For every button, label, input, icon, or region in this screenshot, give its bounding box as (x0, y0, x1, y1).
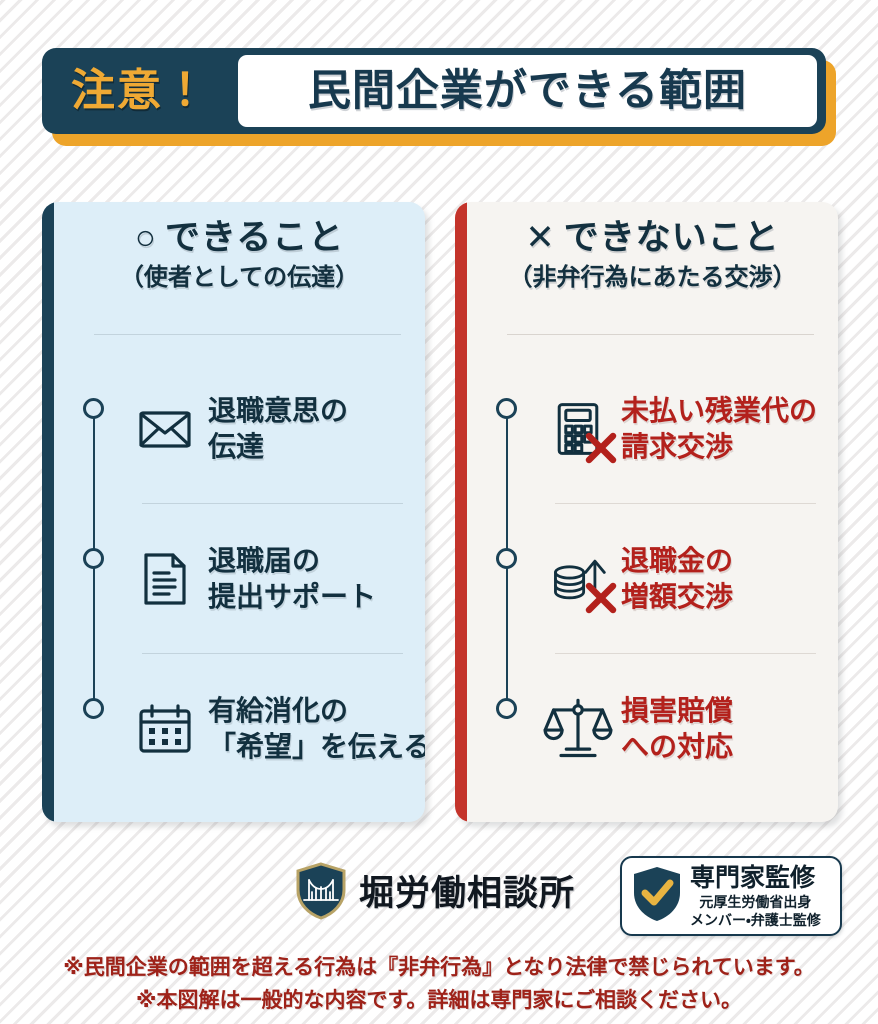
list-item: 未払い残業代の 請求交渉 (541, 354, 824, 504)
list-item-label: 未払い残業代の 請求交渉 (621, 393, 817, 465)
card-cannot-do: ✕できないこと （非弁行為にあたる交渉） (455, 202, 838, 822)
coins-up-arrow-icon (541, 542, 617, 616)
card-item-list: 退職意思の 伝達 (128, 354, 425, 804)
timeline-dot (496, 398, 517, 419)
card-header: ○できること （使者としての伝達） (54, 218, 425, 292)
card-title: ✕できないこと (467, 218, 838, 258)
list-item-line2: 伝達 (208, 431, 265, 462)
timeline-dot (83, 548, 104, 569)
item-divider (555, 503, 816, 504)
banner-alert-label: 注意！ (71, 66, 209, 115)
list-item-line1: 未払い残業代の (621, 395, 818, 427)
card-title: ○できること (54, 218, 425, 258)
list-item-line2: 請求交渉 (621, 431, 734, 462)
list-item: 損害賠償 への対応 (541, 654, 824, 804)
timeline-dot (496, 698, 517, 719)
shield-check-icon (630, 864, 684, 929)
card-title-text: できること (164, 218, 345, 257)
blocked-cross-icon (585, 432, 617, 464)
timeline-left (83, 398, 105, 720)
card-accent-bar (42, 202, 54, 822)
list-item-line2: 「希望」を伝える (208, 731, 425, 762)
page-title: 民間企業ができる範囲 (307, 66, 748, 115)
calendar-icon (128, 692, 202, 766)
list-item-label: 退職意思の 伝達 (208, 393, 348, 465)
card-subtitle: （非弁行為にあたる交渉） (508, 264, 797, 292)
card-header: ✕できないこと （非弁行為にあたる交渉） (467, 218, 838, 292)
footer: 堀労働相談所 専門家監修 元厚生労働省出身 メンバー・弁護士監修 ※民間企業の範… (0, 848, 878, 1024)
list-item-line1: 損害賠償 (621, 695, 734, 727)
list-item: 退職届の 提出サポート (128, 504, 411, 654)
disclaimer-line-1: ※民間企業の範囲を超える行為は『非弁行為』となり法律で禁じられています。 (63, 956, 815, 979)
list-item-line1: 有給消化の (208, 695, 349, 727)
list-item-line2: 増額交渉 (621, 581, 734, 612)
supervision-badge: 専門家監修 元厚生労働省出身 メンバー・弁護士監修 (620, 856, 842, 936)
list-item: 退職意思の 伝達 (128, 354, 411, 504)
timeline-dot (83, 398, 104, 419)
list-item-line2: 提出サポート (208, 581, 377, 612)
scales-of-justice-icon (541, 692, 615, 766)
calculator-icon (541, 392, 617, 466)
card-item-list: 未払い残業代の 請求交渉 (541, 354, 824, 804)
comparison-cards: ○できること （使者としての伝達） (42, 202, 838, 828)
banner-body: 注意！ 民間企業ができる範囲 (42, 48, 826, 134)
timeline-dot (83, 698, 104, 719)
list-item-label: 有給消化の 「希望」を伝える (208, 693, 425, 765)
timeline-dot (496, 548, 517, 569)
banner-title-box: 民間企業ができる範囲 (238, 55, 817, 127)
card-title-text: できないこと (563, 218, 780, 257)
list-item-line1: 退職意思の (208, 395, 349, 427)
brand-name: 堀労働相談所 (359, 874, 576, 913)
list-item-line2: への対応 (621, 731, 734, 762)
badge-text-group: 専門家監修 元厚生労働省出身 メンバー・弁護士監修 (690, 863, 821, 928)
list-item-line1: 退職届の (208, 545, 321, 577)
timeline-right (496, 398, 518, 720)
envelope-icon (128, 392, 202, 466)
list-item-label: 退職届の 提出サポート (208, 543, 376, 615)
item-divider (142, 503, 403, 504)
circle-mark-icon: ○ (134, 218, 157, 257)
cross-mark-icon: ✕ (525, 218, 556, 257)
blocked-cross-icon (585, 582, 617, 614)
header-banner: 注意！ 民間企業ができる範囲 (42, 48, 836, 146)
list-item-label: 損害賠償 への対応 (621, 693, 733, 765)
list-item-line1: 退職金の (621, 545, 734, 577)
item-divider (555, 653, 816, 654)
shield-bridge-icon (295, 862, 347, 925)
badge-line-2: メンバー・弁護士監修 (690, 911, 821, 928)
document-icon (128, 542, 202, 616)
card-accent-bar (455, 202, 467, 822)
card-can-do: ○できること （使者としての伝達） (42, 202, 425, 822)
list-item-label: 退職金の 増額交渉 (621, 543, 733, 615)
list-item: 退職金の 増額交渉 (541, 504, 824, 654)
list-item: 有給消化の 「希望」を伝える (128, 654, 425, 804)
header-divider (94, 334, 401, 335)
brand-lockup: 堀労働相談所 (295, 862, 575, 925)
badge-title: 専門家監修 (690, 863, 816, 892)
disclaimer: ※民間企業の範囲を超える行為は『非弁行為』となり法律で禁じられています。 ※本図… (0, 952, 878, 1017)
disclaimer-line-2: ※本図解は一般的な内容です。詳細は専門家にご相談ください。 (136, 988, 742, 1012)
badge-line-1: 元厚生労働省出身 (699, 893, 812, 910)
header-divider (507, 334, 814, 335)
item-divider (142, 653, 403, 654)
card-subtitle: （使者としての伝達） (119, 264, 360, 292)
